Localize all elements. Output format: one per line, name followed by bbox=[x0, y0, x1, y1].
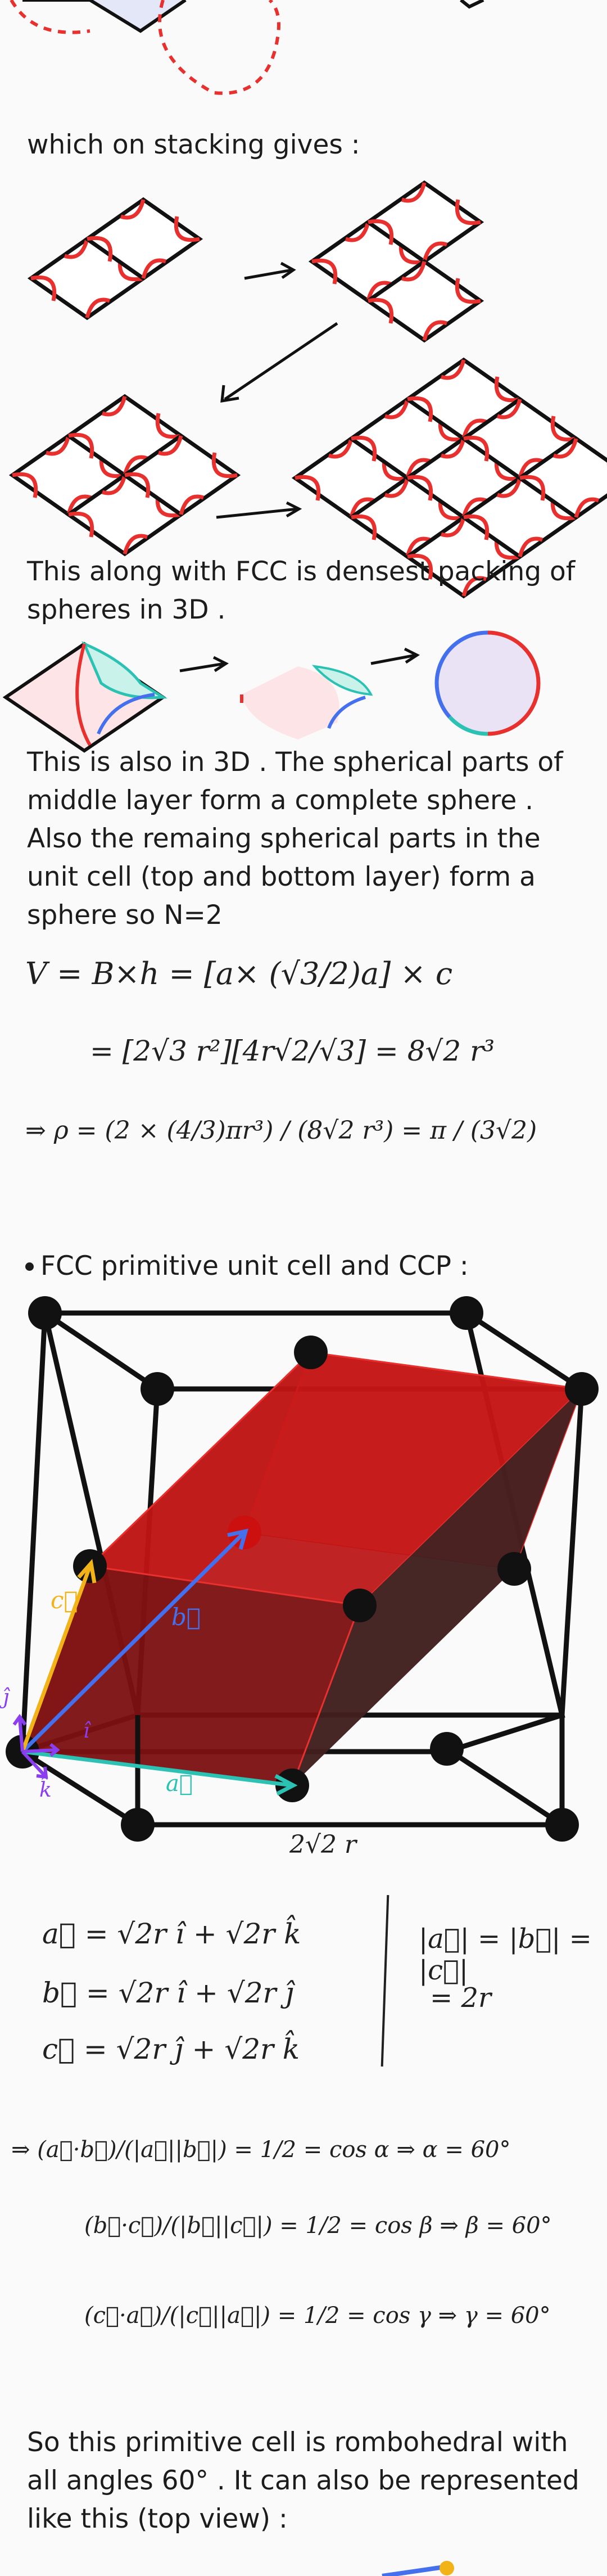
stack-arrow-right-2 bbox=[216, 501, 302, 519]
fcc-primitive-cell-figure: a⃗ b⃗ c⃗ î ĵ k̂ bbox=[0, 1296, 599, 1842]
volume-equation: V = B×h = [a× (√3/2)a] × c bbox=[25, 956, 453, 991]
label-c: c⃗ bbox=[51, 1586, 78, 1614]
volume-result: = [2√3 r²][4r√2/√3] = 8√2 r³ bbox=[90, 1035, 495, 1067]
label-a: a⃗ bbox=[166, 1771, 193, 1797]
fcc-heading: FCC primitive unit cell and CCP : bbox=[40, 1251, 469, 1282]
rhombohedral-text: So this primitive cell is rombohedral wi… bbox=[27, 2427, 579, 2534]
angle-gamma: (c⃗·a⃗)/(|c⃗||a⃗|) = 1/2 = cos γ ⇒ γ = 6… bbox=[84, 2303, 551, 2329]
vector-c bbox=[20, 1559, 97, 1753]
label-b: b⃗ bbox=[171, 1603, 201, 1631]
vector-b-definition: b⃗ = √2r î + √2r ĵ bbox=[42, 1977, 294, 2009]
stack-arrow-down bbox=[220, 322, 338, 403]
vector-a-definition: a⃗ = √2r î + √2r k̂ bbox=[42, 1918, 301, 1950]
middle-layer-text: This is also in 3D . The spherical parts… bbox=[27, 747, 563, 931]
previous-figure-fragment bbox=[10, 0, 484, 95]
vector-b bbox=[21, 1528, 248, 1753]
vector-c-definition: c⃗ = √2r ĵ + √2r k̂ bbox=[42, 2033, 300, 2065]
next-figure-fragment bbox=[382, 2561, 454, 2576]
densest-packing-text: This along with FCC is densest packing o… bbox=[27, 556, 576, 625]
stack-arrow-right bbox=[244, 261, 296, 280]
stacking-diagram bbox=[0, 169, 607, 551]
angle-alpha: ⇒ (a⃗·b⃗)/(|a⃗||b⃗|) = 1/2 = cos α ⇒ α =… bbox=[11, 2137, 511, 2163]
sphere-formation-diagram bbox=[2, 630, 541, 753]
unit-axes bbox=[12, 1713, 60, 1779]
angle-beta: (b⃗·c⃗)/(|b⃗||c⃗|) = 1/2 = cos β ⇒ β = 6… bbox=[84, 2213, 552, 2239]
edge-length-label: 2√2 r bbox=[289, 1830, 357, 1859]
label-i: î bbox=[83, 1720, 92, 1743]
vector-a bbox=[22, 1749, 298, 1796]
label-k: k̂ bbox=[39, 1776, 52, 1802]
vertical-divider bbox=[380, 1895, 389, 2067]
stacking-text: which on stacking gives : bbox=[27, 129, 360, 160]
magnitude-equality: |a⃗| = |b⃗| = |c⃗| bbox=[419, 1923, 592, 1986]
magnitude-value: = 2r bbox=[430, 1982, 491, 2014]
bullet-dot bbox=[25, 1262, 34, 1271]
label-j: ĵ bbox=[0, 1686, 10, 1709]
density-result: ⇒ ρ = (2 × (4/3)πr³) / (8√2 r³) = π / (3… bbox=[25, 1116, 537, 1145]
